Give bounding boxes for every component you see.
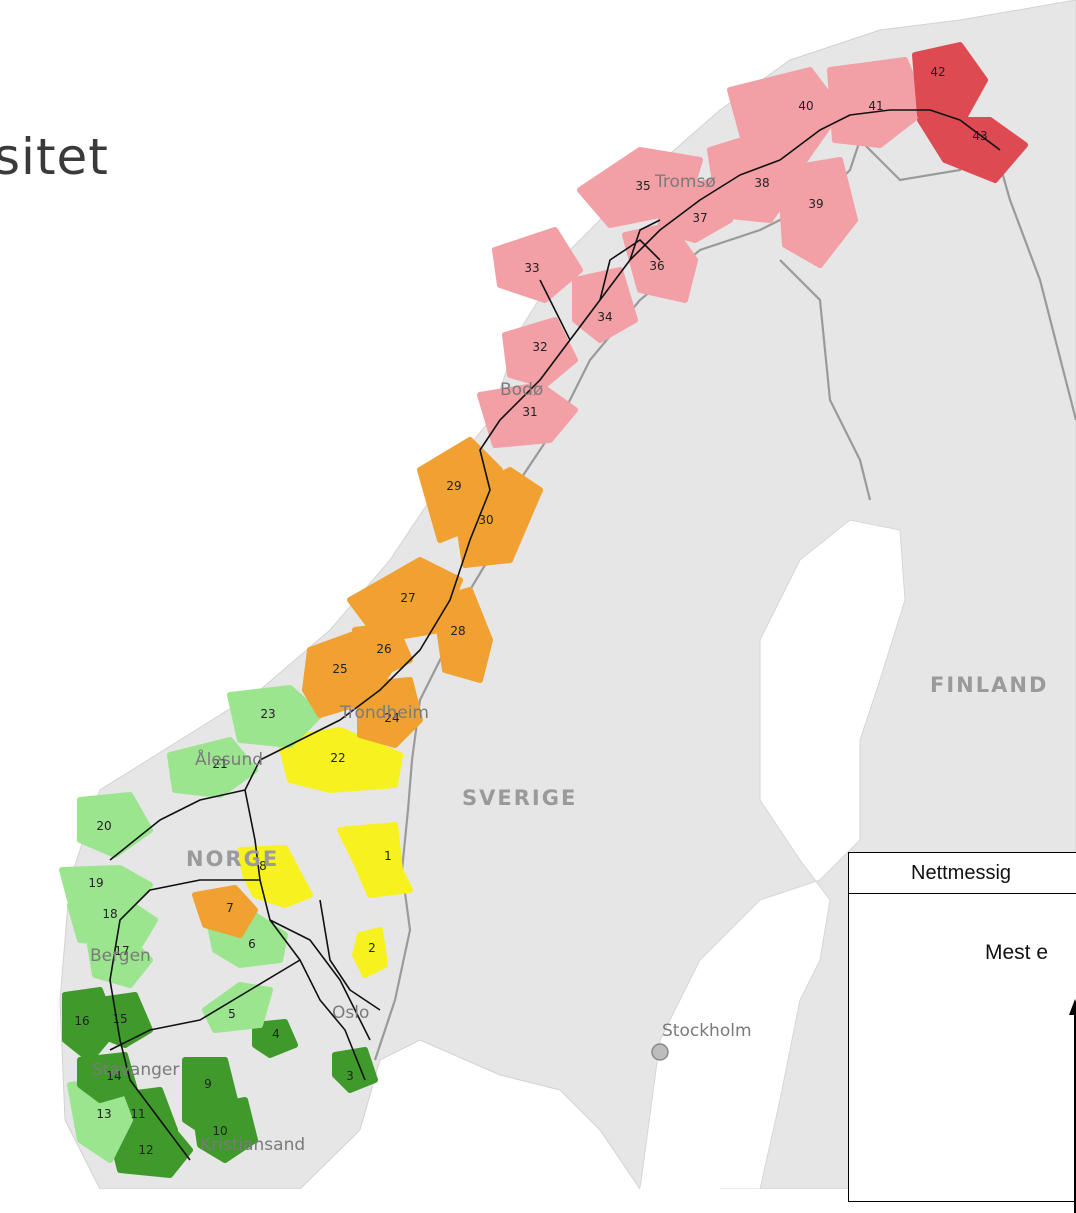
region-number-28: 28 (450, 624, 465, 638)
region-22 (277, 727, 403, 793)
region-number-23: 23 (260, 707, 275, 721)
power-line-south (109, 959, 301, 1051)
region-number-3: 3 (346, 1069, 354, 1083)
region-number-11: 11 (130, 1107, 145, 1121)
region-number-18: 18 (102, 907, 117, 921)
region-40 (727, 67, 843, 163)
region-number-37: 37 (692, 211, 707, 225)
label-city-trondheim: Trondheim (339, 703, 429, 723)
up-arrow-icon (1069, 999, 1076, 1213)
region-number-29: 29 (446, 479, 461, 493)
region-number-9: 9 (204, 1077, 212, 1091)
sweden-finland-border (779, 259, 872, 501)
region-23 (227, 685, 323, 748)
label-finland: FINLAND (930, 673, 1048, 697)
slide-title: sitet (0, 128, 109, 186)
region-5 (202, 982, 273, 1033)
power-line-lofoten (539, 219, 661, 341)
region-42 (912, 42, 988, 128)
legend-header: Nettmessig (849, 853, 1076, 894)
power-line-east (269, 919, 371, 1041)
power-line-coast (109, 789, 246, 861)
region-number-25: 25 (332, 662, 347, 676)
region-number-30: 30 (478, 513, 493, 527)
region-number-35: 35 (635, 179, 650, 193)
region-number-13: 13 (96, 1107, 111, 1121)
label-sweden: SVERIGE (462, 786, 577, 810)
region-number-17: 17 (114, 944, 129, 958)
region-31 (477, 382, 578, 448)
region-number-31: 31 (522, 405, 537, 419)
region-number-26: 26 (376, 642, 391, 656)
region-number-8: 8 (259, 859, 267, 873)
region-34 (572, 267, 638, 343)
region-number-42: 42 (930, 65, 945, 79)
legend-box: Nettmessig Mest e (848, 852, 1076, 1213)
region-14 (77, 1052, 138, 1103)
region-number-2: 2 (368, 941, 376, 955)
region-39 (777, 157, 858, 268)
label-norway: NORGE (186, 847, 279, 871)
region-number-27: 27 (400, 591, 415, 605)
region-28 (432, 587, 493, 683)
region-number-14: 14 (106, 1069, 121, 1083)
region-number-41: 41 (868, 99, 883, 113)
region-number-10: 10 (212, 1124, 227, 1138)
region-number-24: 24 (384, 711, 399, 725)
gulf-of-bothnia (639, 519, 906, 1189)
region-number-38: 38 (754, 176, 769, 190)
region-number-34: 34 (597, 310, 612, 324)
region-7 (192, 885, 258, 938)
label-city-kristiansand: Kristiansand (200, 1135, 305, 1155)
region-43 (917, 117, 1028, 183)
region-1 (337, 822, 413, 898)
region-number-15: 15 (112, 1012, 127, 1026)
label-city-stavanger: Stavanger (92, 1060, 179, 1080)
region-number-7: 7 (226, 901, 234, 915)
region-4 (252, 1019, 298, 1058)
region-number-16: 16 (74, 1014, 89, 1028)
region-33 (492, 227, 583, 303)
label-city-bergen: Bergen (90, 946, 151, 966)
region-number-39: 39 (808, 197, 823, 211)
region-number-32: 32 (532, 340, 547, 354)
label-city-stockholm: Stockholm (662, 1021, 752, 1041)
region-21 (167, 737, 258, 798)
stockholm-marker-icon (651, 1043, 669, 1061)
region-number-22: 22 (330, 751, 345, 765)
region-number-19: 19 (88, 876, 103, 890)
power-line-oslo (319, 899, 381, 1011)
region-32 (502, 317, 578, 388)
region-number-20: 20 (96, 819, 111, 833)
region-number-40: 40 (798, 99, 813, 113)
region-number-33: 33 (524, 261, 539, 275)
region-2 (352, 927, 388, 978)
region-41 (827, 57, 928, 148)
power-line-west (109, 879, 260, 1161)
label-city-bodo: Bodø (500, 380, 543, 400)
baltic-sea (640, 1040, 720, 1189)
region-19 (59, 865, 153, 908)
label-city-alesund: Ålesund (195, 748, 263, 770)
power-grid-lines (109, 109, 1001, 1161)
region-number-12: 12 (138, 1143, 153, 1157)
label-city-oslo: Oslo (332, 1003, 369, 1023)
region-number-1: 1 (384, 849, 392, 863)
label-city-tromso: Tromsø (654, 172, 716, 192)
region-16 (62, 987, 118, 1063)
region-number-5: 5 (228, 1007, 236, 1021)
power-line-main (244, 109, 1001, 1081)
region-number-4: 4 (272, 1027, 280, 1041)
region-10 (192, 1097, 258, 1163)
region-number-21: 21 (212, 757, 227, 771)
legend-subtitle: Mest e (985, 941, 1049, 964)
region-30 (452, 467, 543, 568)
region-37 (657, 177, 733, 243)
region-number-36: 36 (649, 259, 664, 273)
region-number-6: 6 (248, 937, 256, 951)
